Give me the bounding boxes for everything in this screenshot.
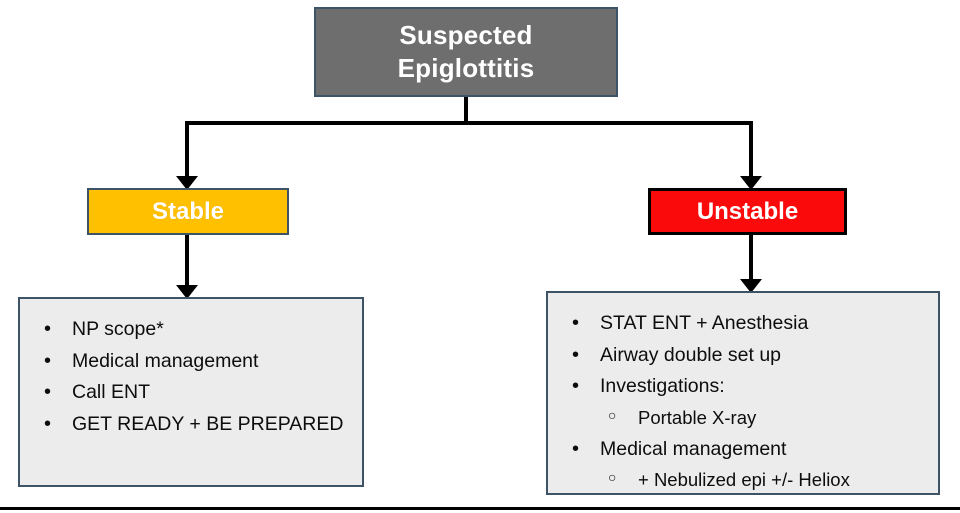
connector-to-unstable [749, 121, 753, 178]
list-item: Investigations: [562, 373, 928, 400]
arrowhead-to-stable [176, 176, 198, 190]
node-unstable-label: Unstable [696, 197, 799, 225]
connector-root-stem [464, 97, 468, 125]
node-root-label-line1: Suspected [399, 19, 533, 50]
stable-action-list: NP scope* Medical managementCall ENT GET R… [34, 316, 352, 438]
connector-unstable-to-actions [749, 235, 753, 281]
arrowhead-to-unstable [740, 176, 762, 190]
node-unstable: Unstable [648, 188, 847, 235]
list-item: GET READY + BE PREPARED [34, 411, 352, 438]
bottom-rule [0, 507, 960, 510]
list-item: STAT ENT + Anesthesia [562, 310, 928, 337]
list-item: Airway double set up [562, 342, 928, 369]
unstable-action-list: STAT ENT + AnesthesiaAirway double set u… [562, 310, 928, 493]
node-stable: Stable [87, 188, 289, 235]
node-stable-label: Stable [151, 197, 225, 225]
arrowhead-unstable-actions [740, 279, 762, 293]
list-item-sub: + Nebulized epi +/- Heliox [562, 468, 928, 492]
node-suspected-epiglottitis: Suspected Epiglottitis [314, 7, 618, 97]
node-stable-actions: NP scope* Medical managementCall ENT GET R… [18, 297, 364, 487]
node-root-label: Suspected Epiglottitis [398, 19, 535, 86]
connector-stable-to-actions [185, 235, 189, 287]
node-root-label-line2: Epiglottitis [397, 53, 535, 83]
list-item: Call ENT [34, 379, 352, 406]
arrowhead-stable-actions [176, 285, 198, 299]
list-item-sub: Portable X-ray [562, 406, 928, 430]
connector-split-bar [185, 121, 753, 125]
list-item: Medical management [34, 348, 352, 375]
list-item: NP scope* [34, 316, 352, 343]
connector-to-stable [185, 121, 189, 178]
list-item: Medical management [562, 436, 928, 463]
node-unstable-actions: STAT ENT + AnesthesiaAirway double set u… [546, 291, 940, 495]
